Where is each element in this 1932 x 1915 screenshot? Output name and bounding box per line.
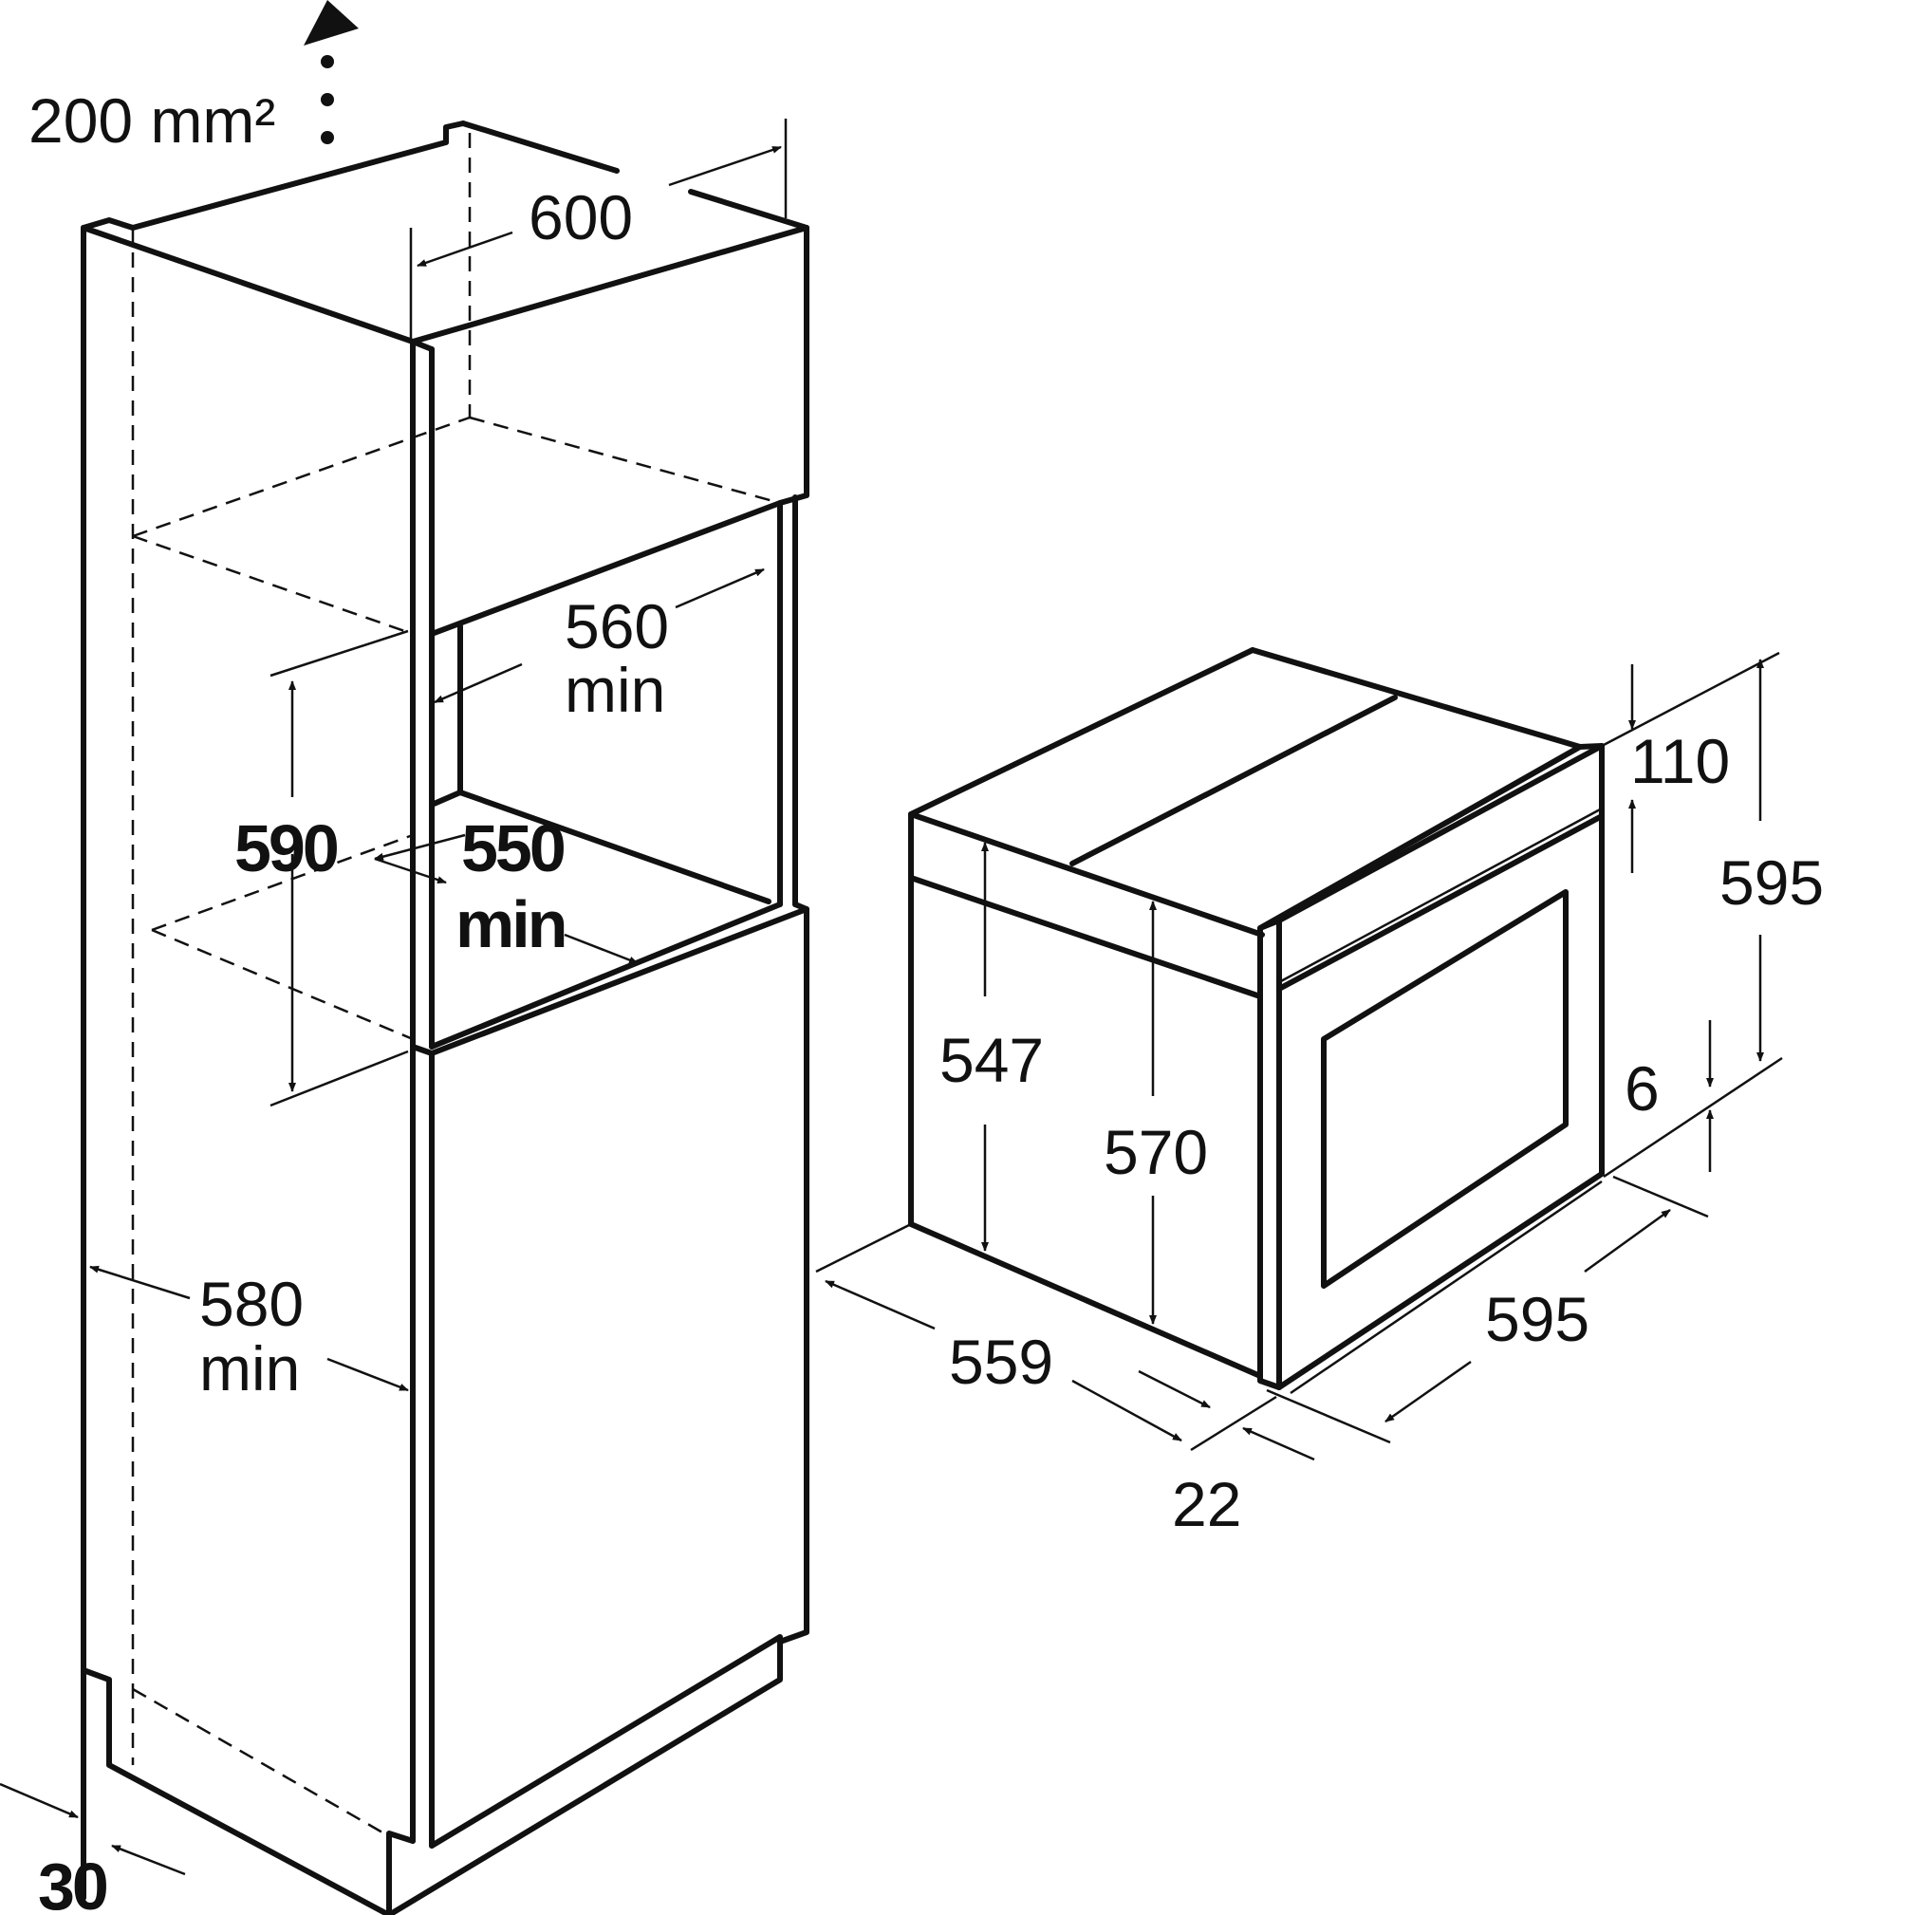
vent-arrow-head (304, 0, 359, 46)
depth-unit-560: min (565, 655, 665, 725)
oven-height-label-595: 595 (1719, 847, 1824, 918)
front-offset-label-22: 22 (1172, 1469, 1241, 1539)
ventilation-label: 200 mm² (28, 85, 275, 156)
oven-dimensions (815, 651, 1783, 1461)
width-label-600: 600 (529, 182, 633, 252)
vent-dot (321, 93, 334, 106)
oven-drawing (908, 647, 1605, 1395)
gap-label-6: 6 (1625, 1053, 1660, 1124)
side-depth-unit-580: min (199, 1333, 300, 1404)
niche-depth-unit-550: min (455, 887, 565, 961)
vent-dot (321, 55, 334, 68)
oven-inner-label-570: 570 (1104, 1117, 1208, 1187)
depth-label-560: 560 (565, 591, 669, 661)
niche-height-label-590: 590 (234, 811, 338, 885)
oven-height-label-547: 547 (939, 1025, 1044, 1095)
cabinet-drawing (81, 121, 809, 1915)
niche-depth-label-550: 550 (461, 811, 565, 885)
labels: 200 mm² 600 560 min 590 550 min 580 min … (28, 85, 1824, 1915)
vent-dot (321, 131, 334, 144)
cabinet-dimensions (0, 0, 788, 1876)
panel-height-label-110: 110 (1630, 726, 1730, 796)
oven-depth-label-559: 559 (949, 1327, 1053, 1397)
plinth-label-30: 30 (38, 1850, 107, 1915)
side-depth-label-580: 580 (199, 1269, 304, 1339)
oven-width-label-595: 595 (1485, 1284, 1589, 1354)
